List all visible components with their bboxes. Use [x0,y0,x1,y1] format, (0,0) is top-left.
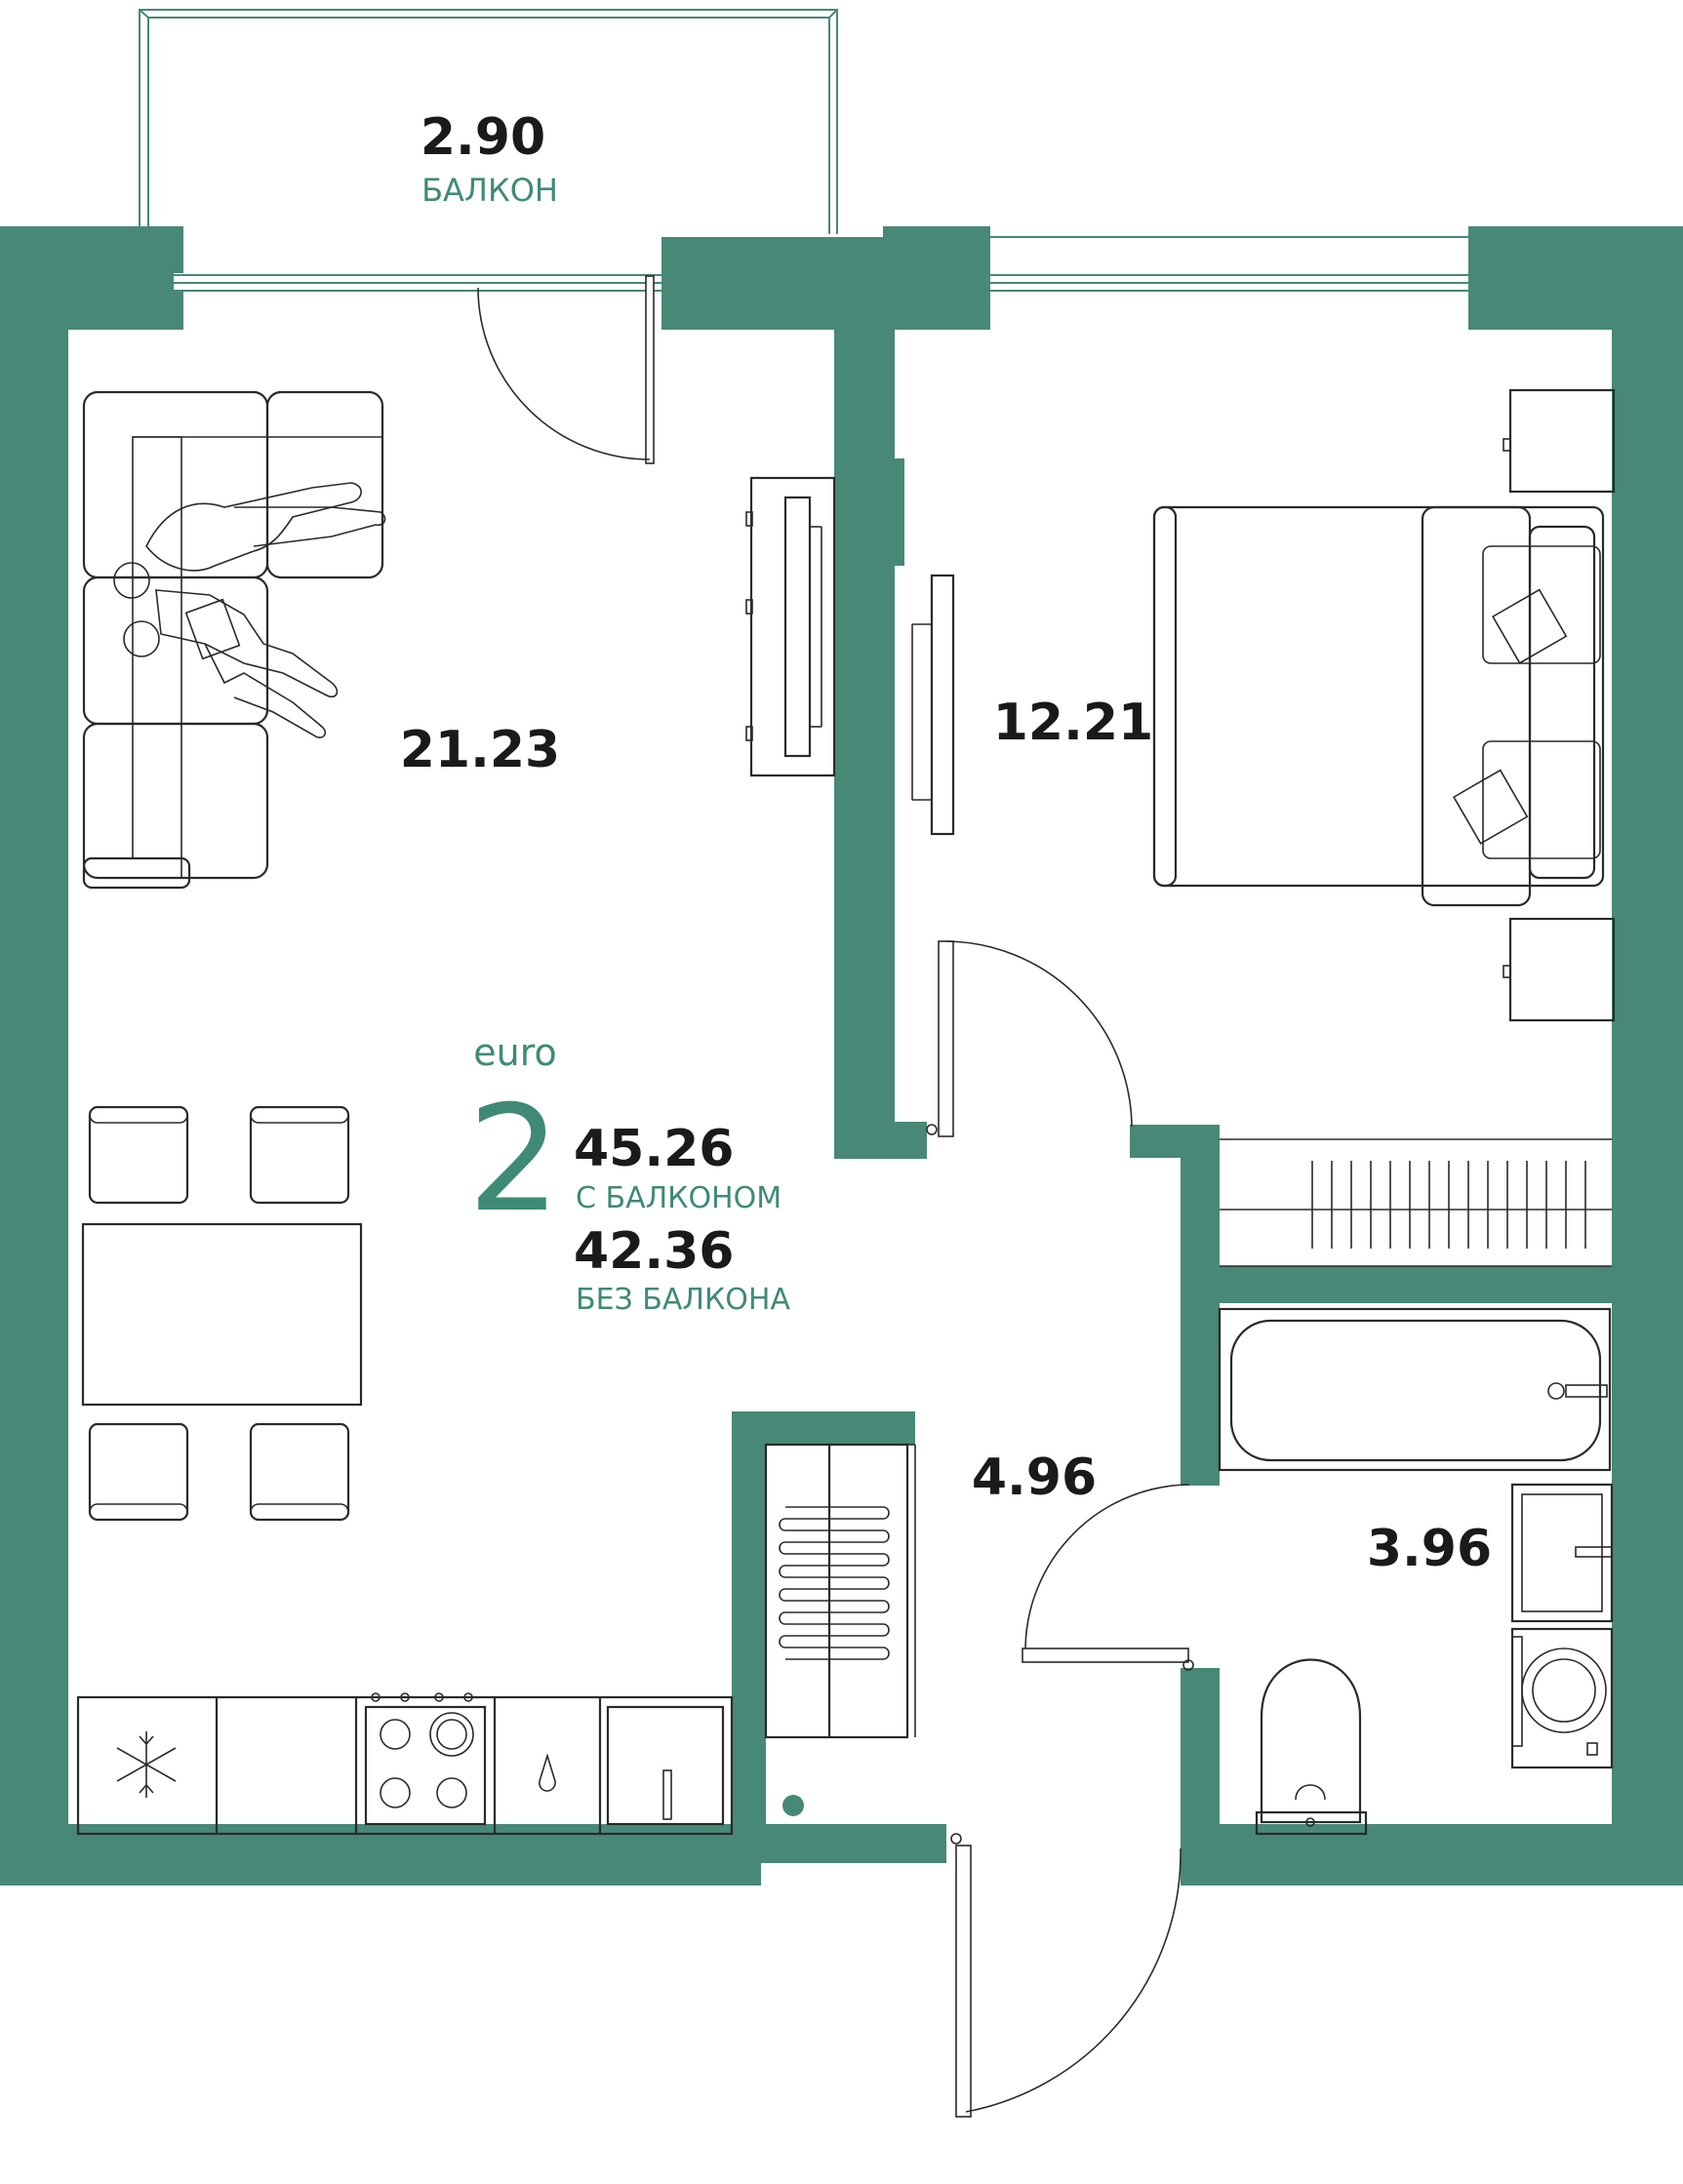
bedroom-wardrobe [1220,1138,1612,1267]
nightstand-top [1503,388,1616,494]
tv-stand-living [745,476,836,777]
washing-machine [1510,1627,1614,1769]
area-with-balcony-label: С БАЛКОНОМ [576,1181,781,1215]
bathroom-door [1022,1484,1194,1671]
bed [1152,505,1605,907]
living-room-area: 21.23 [400,721,560,779]
window-bedroom [990,236,1468,293]
hallway-area: 4.96 [972,1449,1097,1507]
dining-set [81,1105,363,1522]
area-without-balcony-label: БЕЗ БАЛКОНА [576,1283,790,1317]
window-living [174,273,661,292]
tv-bedroom [911,574,955,836]
area-with-balcony: 45.26 [574,1120,734,1178]
entrance-door [950,1833,1182,2118]
bathtub [1218,1307,1612,1472]
stove-icon [364,1692,487,1826]
freezer-snowflake-icon [116,1731,177,1798]
kitchen-sink-icon [606,1705,725,1826]
nightstand-bottom [1503,917,1616,1022]
area-without-balcony: 42.36 [574,1222,734,1281]
bathroom-sink [1510,1483,1614,1623]
balcony-door [477,275,655,464]
balcony-area: 2.90 [421,108,545,167]
walls [0,226,1683,1886]
wall-dot-icon [782,1795,804,1816]
faucet-drop-icon [539,1753,556,1792]
bedroom-door [926,940,1133,1137]
people-on-sofa-icon [113,482,386,738]
toilet [1255,1658,1368,1836]
apartment-type-label: euro [473,1031,557,1074]
kitchen-counter [76,1695,734,1836]
hall-wardrobe [764,1443,916,1739]
sofa [82,390,384,890]
apartment-summary: euro 2 45.26 С БАЛКОНОМ 42.36 БЕЗ БАЛКОН… [467,1031,790,1317]
room-count: 2 [467,1075,560,1245]
balcony-labels: 2.90 БАЛКОН [421,108,558,209]
balcony-label: БАЛКОН [421,172,558,209]
bedroom-area: 12.21 [993,694,1153,752]
balcony [139,9,838,234]
bathroom-area: 3.96 [1367,1520,1492,1578]
